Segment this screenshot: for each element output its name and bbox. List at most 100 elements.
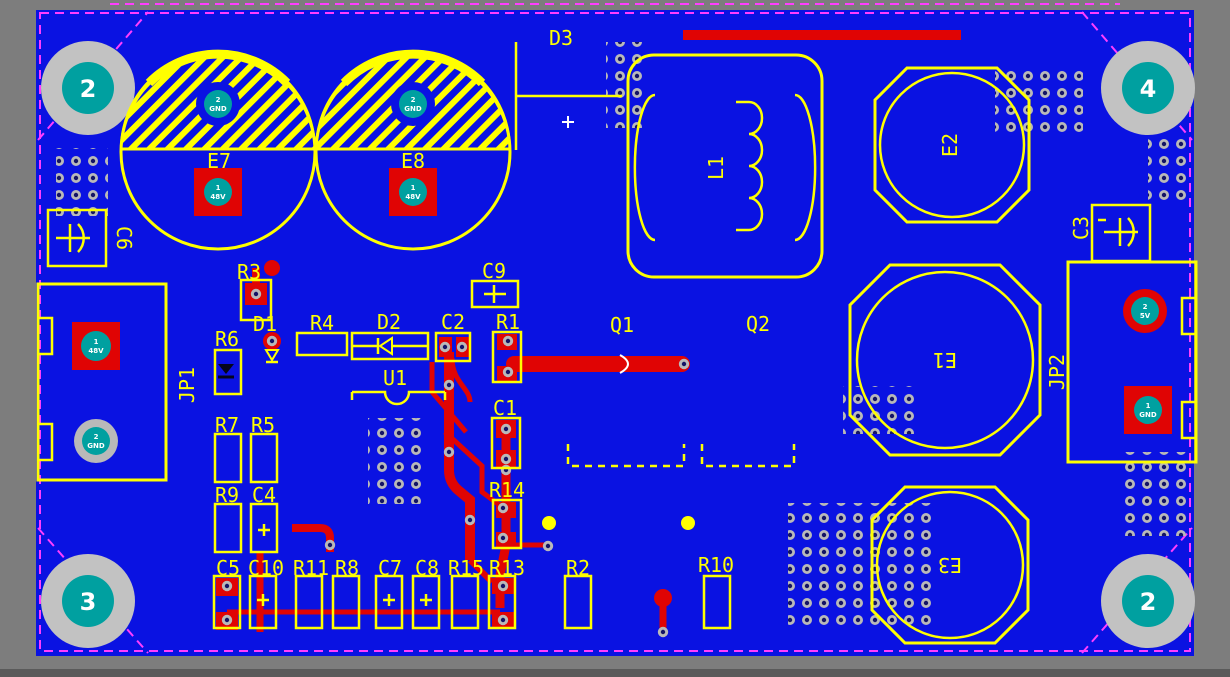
component-r8[interactable]: R8 xyxy=(331,556,361,630)
mounting-hole-bottom-left[interactable]: 3 xyxy=(41,554,135,648)
window-bottom-strip xyxy=(0,669,1230,677)
hole-number: 2 xyxy=(80,75,97,103)
pad-net: 5V xyxy=(1140,312,1151,320)
via-grid-left-top xyxy=(56,148,108,216)
diode-symbol-icon xyxy=(264,349,280,362)
label-r14: R14 xyxy=(489,478,525,502)
label-jp2: JP2 xyxy=(1045,354,1069,390)
component-c9[interactable]: C9 xyxy=(470,259,520,309)
component-c4[interactable]: C4 xyxy=(249,483,279,554)
component-r9[interactable]: R9 xyxy=(213,483,243,554)
pad-round-bottom[interactable] xyxy=(654,589,672,607)
label-jp1: JP1 xyxy=(175,367,199,403)
label-r4: R4 xyxy=(310,311,334,335)
component-c3[interactable]: C3 xyxy=(1069,203,1152,263)
component-r1[interactable]: R1 xyxy=(491,310,523,384)
pad-num: 2 xyxy=(411,96,416,104)
component-e3[interactable]: E3 xyxy=(870,485,1030,645)
trace-c2-down xyxy=(449,357,473,403)
yellow-dot-2 xyxy=(681,516,695,530)
label-r6: R6 xyxy=(215,327,239,351)
pad-num: 1 xyxy=(411,184,416,192)
pad-net: 48V xyxy=(210,193,226,201)
pad-num: 2 xyxy=(94,433,99,441)
component-c6[interactable]: C6 xyxy=(46,208,136,268)
via-grid-under-u1 xyxy=(368,418,422,504)
label-d1: D1 xyxy=(253,312,277,336)
label-c1: C1 xyxy=(493,396,517,420)
mounting-hole-top-left[interactable]: 2 xyxy=(41,41,135,135)
hole-number: 2 xyxy=(1140,588,1157,616)
via-grid-right-upper xyxy=(1148,138,1188,206)
mounting-hole-top-right[interactable]: 4 xyxy=(1101,41,1195,135)
component-u1[interactable]: U1 xyxy=(350,366,447,406)
dark-diode-icon xyxy=(218,364,234,374)
component-r2[interactable]: R2 xyxy=(563,556,593,630)
yellow-dot-1 xyxy=(542,516,556,530)
component-r14[interactable]: R14 xyxy=(489,478,525,550)
board-outline xyxy=(39,12,1191,652)
component-e1[interactable]: E1 xyxy=(848,263,1042,457)
label-l1: L1 xyxy=(704,156,728,180)
component-r11[interactable]: R11 xyxy=(293,556,329,630)
silk-arc-on-trace xyxy=(619,354,629,374)
component-q2[interactable]: Q2 xyxy=(700,312,796,468)
diode-symbol-icon xyxy=(378,336,393,356)
component-d3[interactable]: D3 xyxy=(514,26,622,150)
pad-round-r3[interactable] xyxy=(264,260,280,276)
pad-num: 2 xyxy=(1143,303,1148,311)
label-c3: C3 xyxy=(1069,216,1093,240)
component-d2[interactable]: D2 xyxy=(350,310,430,361)
pad-num: 1 xyxy=(94,338,99,346)
component-r15[interactable]: R15 xyxy=(448,556,484,630)
pad-net: GND xyxy=(1139,411,1157,419)
component-c5[interactable]: C5 xyxy=(212,556,242,630)
top-copper-bar xyxy=(683,30,961,40)
component-r7[interactable]: R7 xyxy=(213,413,243,484)
label-c9: C9 xyxy=(482,259,506,283)
component-d1[interactable]: D1 xyxy=(253,312,280,364)
hole-number: 4 xyxy=(1140,75,1157,103)
pad-e7-negative[interactable] xyxy=(204,90,232,118)
component-jp2[interactable]: 2 5V 1 GND JP2 xyxy=(1045,260,1198,464)
component-c1[interactable]: C1 xyxy=(490,396,522,470)
via-grid-d3 xyxy=(606,42,642,128)
component-r3[interactable]: R3 xyxy=(237,260,273,322)
component-c8[interactable]: C8 xyxy=(411,556,441,630)
component-q1[interactable]: Q1 xyxy=(566,313,686,468)
corner-chamfer-tl xyxy=(37,11,149,141)
label-c6: C6 xyxy=(112,226,136,250)
component-r10[interactable]: R10 xyxy=(698,553,734,630)
pad-e8-negative[interactable] xyxy=(399,90,427,118)
label-d3: D3 xyxy=(549,26,573,50)
component-r5[interactable]: R5 xyxy=(249,413,279,484)
component-r4[interactable]: R4 xyxy=(295,311,349,357)
label-r10: R10 xyxy=(698,553,734,577)
label-c2: C2 xyxy=(441,310,465,334)
label-r1: R1 xyxy=(496,310,520,334)
mounting-hole-bottom-right[interactable]: 2 xyxy=(1101,554,1195,648)
via-grid-right-lower xyxy=(1122,452,1186,536)
pad-net: GND xyxy=(209,105,227,113)
pad-num: 1 xyxy=(216,184,221,192)
component-jp1[interactable]: 1 48V 2 GND JP1 xyxy=(36,282,199,482)
component-e8[interactable]: 2 GND E8 1 48V xyxy=(314,49,512,251)
component-l1[interactable]: L1 xyxy=(626,53,824,279)
label-q2: Q2 xyxy=(746,312,770,336)
label-e3: E3 xyxy=(938,553,962,577)
component-r13[interactable]: R13 xyxy=(487,556,525,630)
component-c10[interactable]: C10 xyxy=(248,556,284,630)
component-r6[interactable]: R6 xyxy=(213,327,243,396)
trace-vertical-1 xyxy=(444,352,475,560)
component-c2[interactable]: C2 xyxy=(434,310,472,363)
pad-net: 48V xyxy=(88,347,104,355)
pad-net: 48V xyxy=(405,193,421,201)
pad-net: GND xyxy=(87,442,105,450)
component-e2[interactable]: E2 xyxy=(873,66,1031,224)
trace-l-shape xyxy=(292,524,334,552)
label-q1: Q1 xyxy=(610,313,634,337)
via-grid-mid-right xyxy=(843,386,918,434)
component-c7[interactable]: C7 xyxy=(374,556,404,630)
